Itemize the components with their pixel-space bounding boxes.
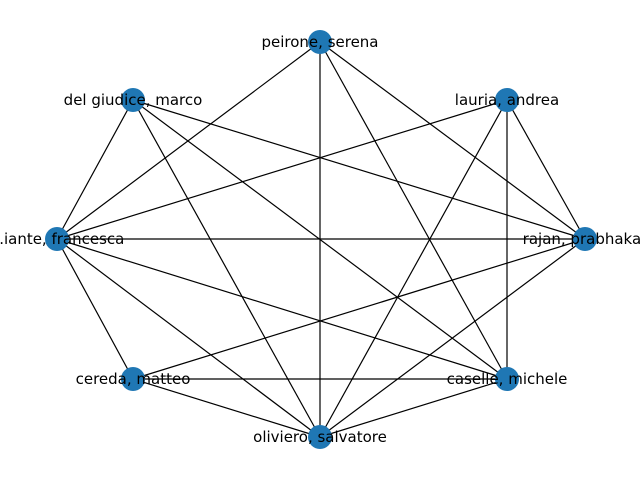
node-label-rajan: rajan, prabhakar: [523, 230, 640, 248]
edge-rajan-cereda: [132, 238, 586, 380]
node-cereda: [121, 367, 145, 391]
edge-peirone-caselle: [319, 41, 508, 380]
edge-lauria-francesca: [56, 99, 508, 240]
node-label-peirone: peirone, serena: [261, 33, 378, 51]
edge-peirone-rajan: [319, 41, 586, 240]
node-label-lauria: lauria, andrea: [455, 91, 559, 109]
node-label-cereda: cereda, matteo: [76, 370, 191, 388]
node-label-francesca: ...iante, francesca: [0, 230, 124, 248]
edge-peirone-francesca: [56, 41, 321, 240]
edge-lauria-rajan: [506, 99, 586, 240]
node-delgiudice: [121, 88, 145, 112]
node-peirone: [308, 30, 332, 54]
node-lauria: [495, 88, 519, 112]
node-rajan: [573, 227, 597, 251]
edge-delgiudice-rajan: [132, 99, 586, 240]
labels-layer: peirone, serena lauria, andrea rajan, prab…: [0, 33, 640, 446]
edge-delgiudice-francesca: [56, 99, 134, 240]
node-label-caselle: caselle, michele: [447, 370, 568, 388]
node-caselle: [495, 367, 519, 391]
edge-cereda-oliviero: [132, 378, 321, 438]
nodes-layer: [45, 30, 597, 449]
edge-rajan-oliviero: [319, 238, 586, 438]
node-francesca: [45, 227, 69, 251]
edge-francesca-oliviero: [56, 238, 321, 438]
edge-lauria-oliviero: [319, 99, 508, 438]
edge-oliviero-caselle: [319, 378, 508, 438]
node-label-oliviero: oliviero, salvatore: [253, 428, 387, 446]
edge-francesca-cereda: [56, 238, 134, 380]
edge-francesca-caselle: [56, 238, 508, 380]
node-oliviero: [308, 425, 332, 449]
edges-layer: [56, 41, 586, 438]
edge-delgiudice-oliviero: [132, 99, 321, 438]
node-label-delgiudice: del giudice, marco: [64, 91, 203, 109]
